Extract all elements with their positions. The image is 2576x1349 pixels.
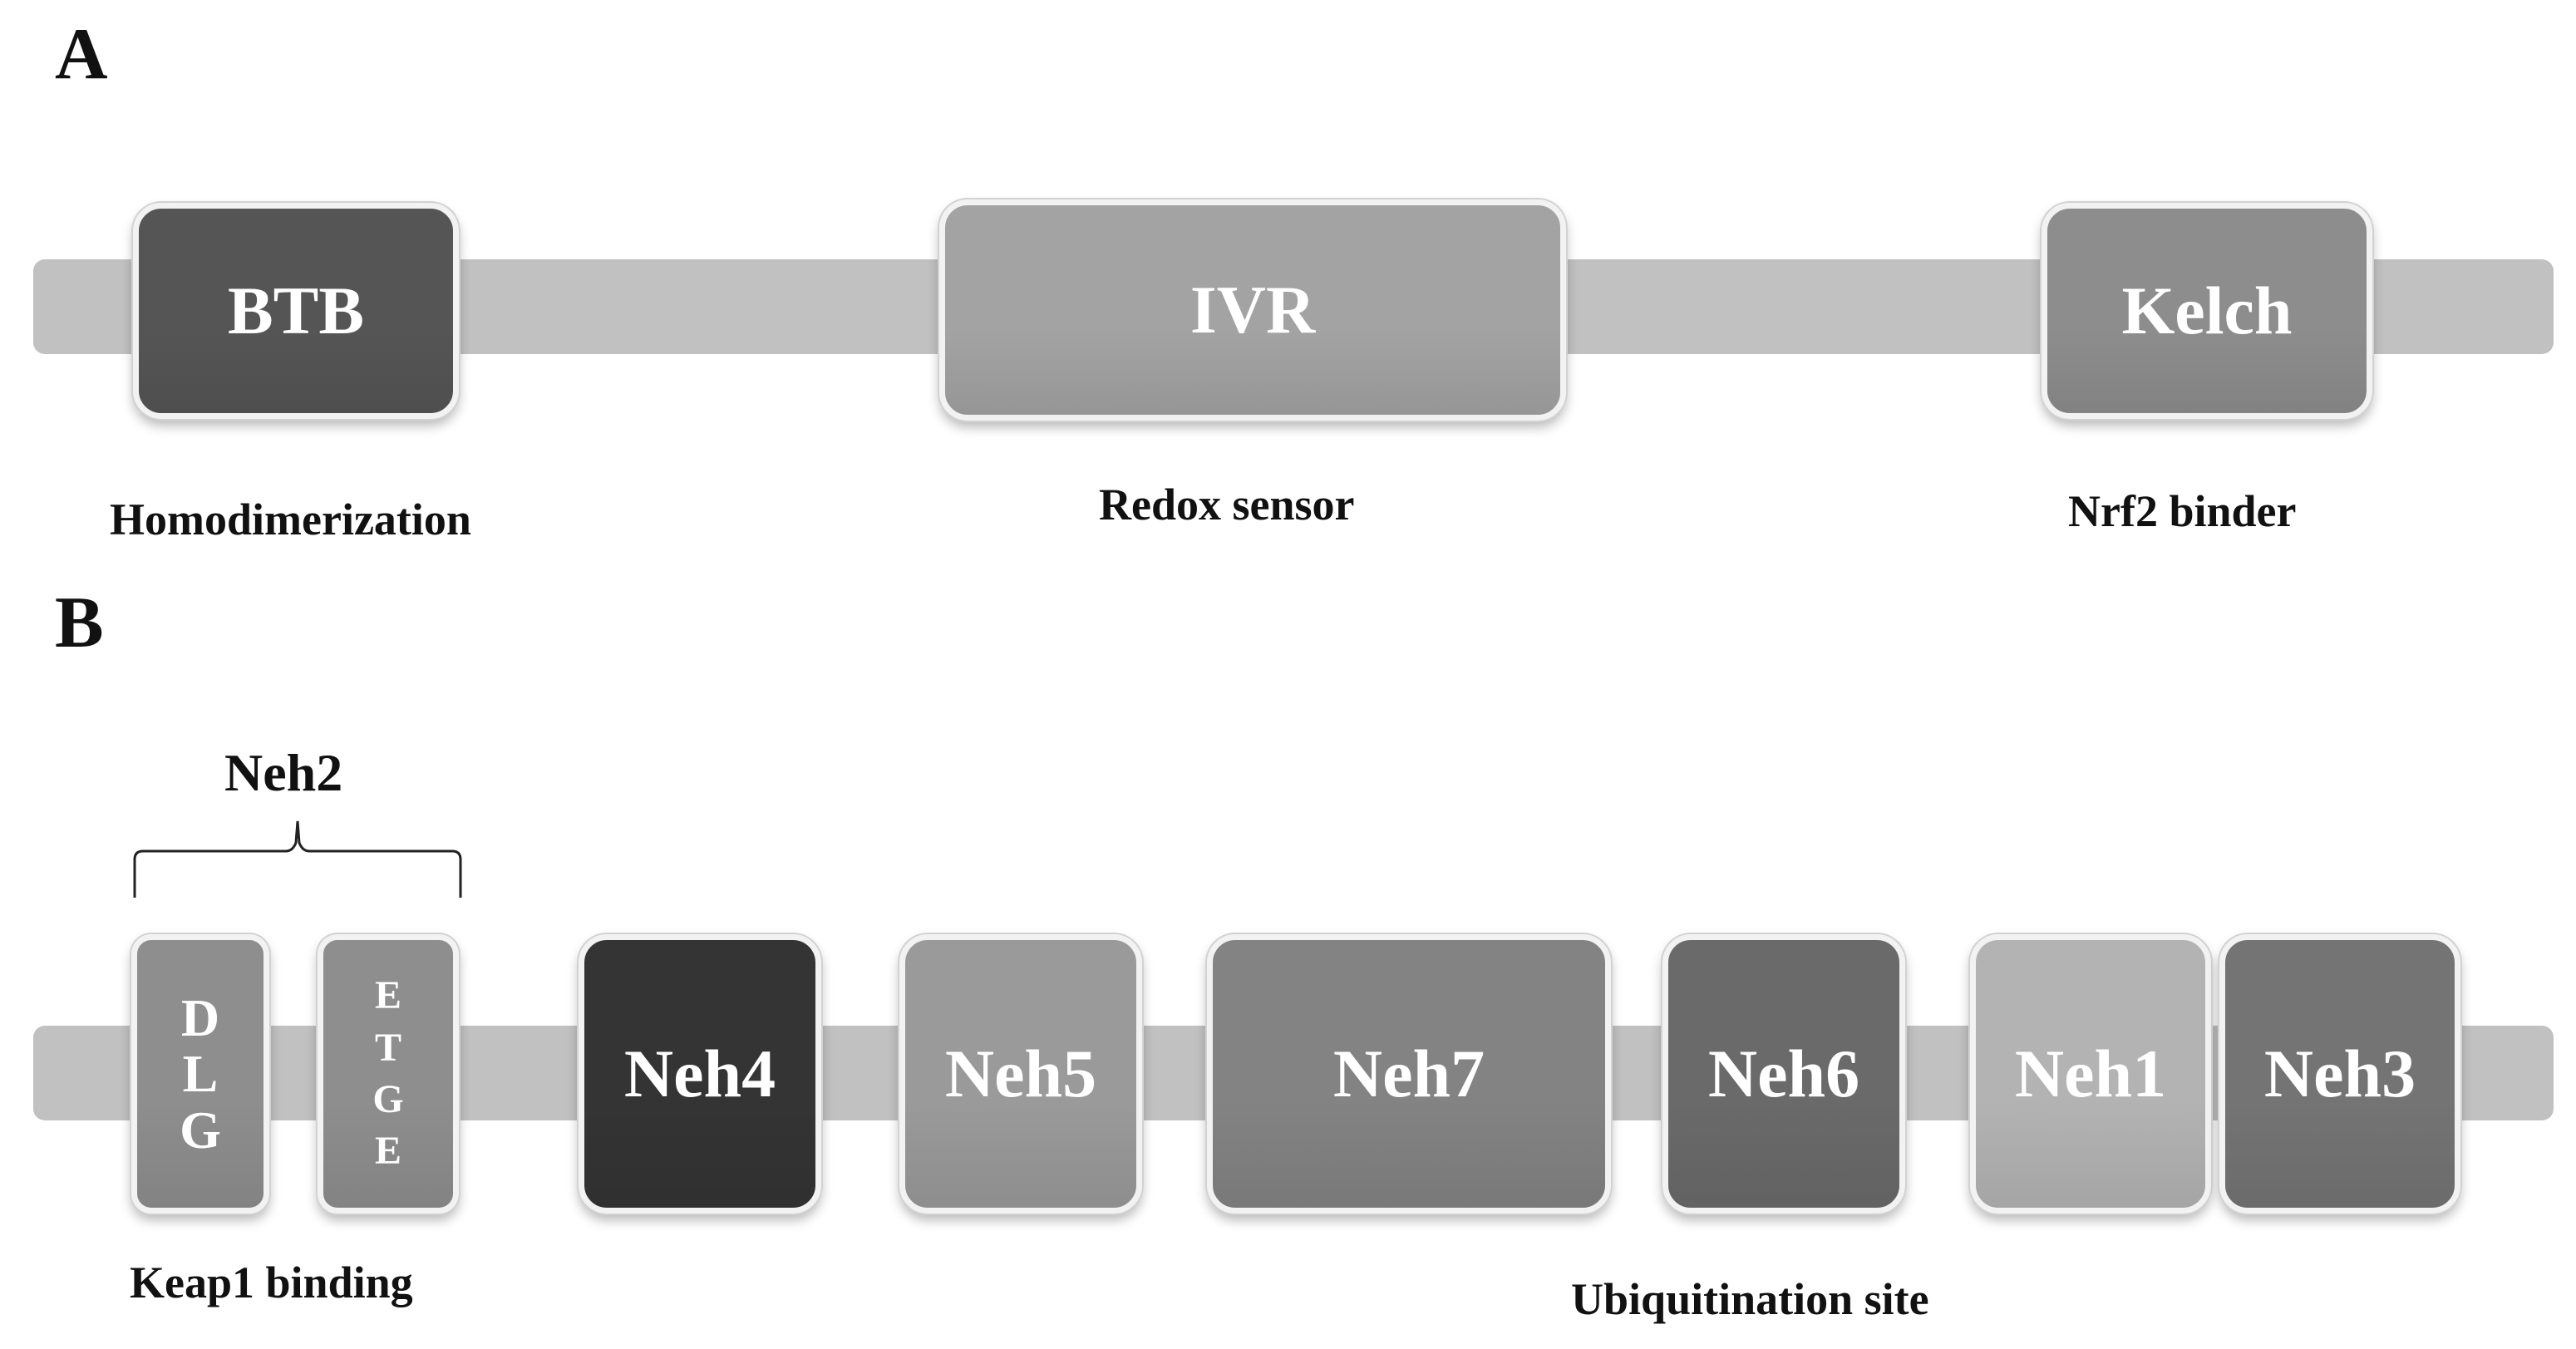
domain-neh4-label: Neh4 [623,1036,776,1111]
panel-a-letter: A [55,14,108,95]
motif-dlg-letters: D L G [180,990,221,1158]
motif-etge-letter-3: G [372,1077,404,1121]
label-ubiquitination-site: Ubiquitination site [1571,1274,1929,1324]
panel-b-letter: B [55,583,104,663]
domain-ivr: IVR [939,199,1566,421]
domain-neh5-label: Neh5 [944,1036,1097,1111]
domain-neh3: Neh3 [2219,934,2460,1214]
label-keap1-binding: Keap1 binding [130,1258,413,1307]
motif-etge-letter-2: T [374,1025,401,1070]
domain-neh3-label: Neh3 [2263,1036,2416,1111]
domain-neh1: Neh1 [1970,934,2211,1214]
neh2-brace [133,820,462,898]
motif-etge-letter-1: E [374,973,401,1018]
domain-neh7-label: Neh7 [1332,1036,1485,1111]
motif-dlg: D L G [131,934,269,1214]
motif-etge-letters: E T G E [372,970,403,1178]
domain-neh6-label: Neh6 [1707,1036,1860,1111]
motif-dlg-letter-3: G [180,1100,221,1159]
domain-neh7: Neh7 [1207,934,1611,1214]
domain-neh5: Neh5 [899,934,1142,1214]
domain-neh1-label: Neh1 [2014,1036,2167,1111]
label-neh2: Neh2 [224,743,343,802]
domain-ivr-label: IVR [1189,272,1316,347]
motif-dlg-letter-1: D [180,988,220,1048]
motif-dlg-letter-2: L [182,1044,219,1104]
domain-neh6: Neh6 [1662,934,1905,1214]
domain-btb-label: BTB [227,273,365,348]
domain-kelch-label: Kelch [2121,273,2293,348]
label-nrf2-binder: Nrf2 binder [2068,486,2297,536]
domain-neh4: Neh4 [579,934,821,1214]
domain-btb: BTB [133,203,459,419]
label-redox-sensor: Redox sensor [1099,480,1355,529]
domain-kelch: Kelch [2042,203,2372,419]
label-homodimerization: Homodimerization [110,495,471,544]
motif-etge-letter-4: E [374,1129,401,1174]
motif-etge: E T G E [318,934,459,1214]
